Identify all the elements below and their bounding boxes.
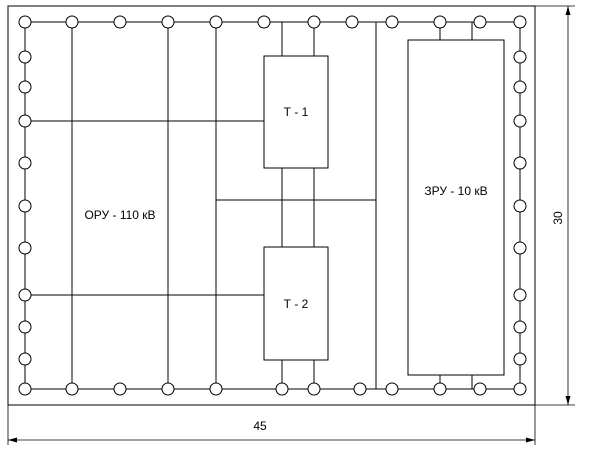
- height-dimension: 30: [535, 5, 575, 406]
- ground-electrode: [513, 352, 527, 366]
- ground-electrode: [209, 15, 223, 29]
- ground-electrode: [513, 320, 527, 334]
- ground-electrode: [513, 15, 527, 29]
- oru-label: ОРУ - 110 кВ: [84, 208, 155, 222]
- transformer-t1: Т - 1: [263, 55, 329, 169]
- ground-electrode: [307, 382, 321, 396]
- ground-electrode: [18, 241, 32, 255]
- ground-electrode: [113, 382, 127, 396]
- ground-electrode: [513, 50, 527, 64]
- ground-electrode: [473, 382, 487, 396]
- site-boundary: [7, 5, 536, 406]
- ground-electrode: [257, 15, 271, 29]
- height-dimension-value: 30: [551, 211, 565, 225]
- zru-label: ЗРУ - 10 кВ: [424, 184, 487, 198]
- ground-electrode: [433, 15, 447, 29]
- ground-electrode: [385, 382, 399, 396]
- ground-electrode: [65, 382, 79, 396]
- transformer-t2-label: Т - 2: [284, 297, 309, 311]
- arrowhead: [526, 437, 535, 443]
- horizontal-conductors: [25, 120, 376, 296]
- ground-electrode: [18, 50, 32, 64]
- ground-electrode: [385, 15, 399, 29]
- arrowhead: [8, 437, 17, 443]
- ground-electrode: [161, 15, 175, 29]
- ground-electrode: [275, 382, 289, 396]
- ground-electrode: [18, 199, 32, 213]
- ground-electrode: [18, 320, 32, 334]
- ground-electrode: [513, 199, 527, 213]
- ground-electrode: [113, 15, 127, 29]
- ground-electrode: [18, 382, 32, 396]
- ground-electrode: [345, 15, 359, 29]
- width-dimension-value: 45: [253, 419, 267, 433]
- ground-electrode: [18, 80, 32, 94]
- ground-electrode: [307, 15, 321, 29]
- transformer-t1-label: Т - 1: [284, 105, 309, 119]
- ground-electrode: [513, 241, 527, 255]
- transformer-t2-box: [263, 246, 329, 361]
- ground-electrode: [513, 288, 527, 302]
- transformer-t2: Т - 2: [263, 246, 329, 361]
- ground-electrode: [18, 15, 32, 29]
- ground-electrode: [209, 382, 223, 396]
- ground-electrodes: [18, 15, 527, 396]
- zru-building: ЗРУ - 10 кВ: [407, 39, 505, 376]
- ground-electrode: [433, 382, 447, 396]
- arrowhead: [565, 6, 571, 15]
- arrowhead: [565, 396, 571, 405]
- ground-electrode: [161, 382, 175, 396]
- zru-building-box: [407, 39, 505, 376]
- ground-electrode: [513, 80, 527, 94]
- ground-electrode: [18, 352, 32, 366]
- ground-electrode: [18, 114, 32, 128]
- width-dimension: 45: [7, 405, 536, 445]
- ground-electrode: [473, 15, 487, 29]
- ground-electrode: [353, 382, 367, 396]
- ground-electrode: [65, 15, 79, 29]
- ground-electrode: [513, 114, 527, 128]
- ground-electrode: [18, 156, 32, 170]
- ground-electrode: [513, 156, 527, 170]
- transformer-t1-box: [263, 55, 329, 169]
- vertical-conductors: [71, 22, 473, 389]
- ground-electrode: [18, 288, 32, 302]
- ground-electrode: [513, 382, 527, 396]
